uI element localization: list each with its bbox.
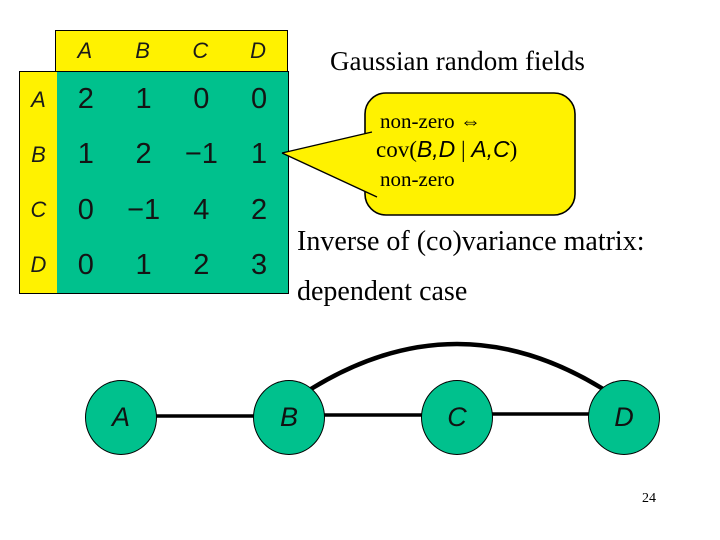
callout-balloon [281, 92, 576, 216]
matrix-cell: 1 [77, 138, 94, 171]
matrix-cell: 4 [193, 193, 210, 226]
matrix-cell: −1 [127, 193, 161, 226]
formula-bd: B,D [416, 136, 456, 162]
matrix-col-header: B [135, 38, 150, 63]
graph-node-c: C [421, 380, 493, 455]
matrix-col-header: D [250, 38, 267, 63]
matrix-cell: 2 [135, 138, 152, 171]
callout-formula: cov(B,D | A,C) [376, 136, 517, 163]
matrix-row-header: C [30, 197, 47, 223]
caption-inverse-matrix: Inverse of (co)variance matrix: [297, 226, 645, 257]
formula-close: ) [509, 137, 518, 162]
graph-node-a: A [85, 380, 157, 455]
matrix-cell: 1 [135, 83, 152, 116]
matrix-cell: −1 [184, 138, 218, 171]
caption-dependent-case: dependent case [297, 276, 468, 307]
matrix-row-headers: A B C D [20, 72, 57, 293]
matrix-col-header: A [77, 38, 93, 63]
matrix-column-headers: A B C D [55, 30, 288, 72]
matrix-cell: 0 [193, 83, 210, 116]
matrix-cell: 0 [77, 248, 94, 281]
matrix-cell: 2 [251, 193, 268, 226]
matrix-cell: 2 [193, 248, 210, 281]
matrix-col-header: C [192, 38, 209, 63]
formula-cov: cov( [376, 137, 417, 162]
callout-tail-outline [281, 131, 378, 198]
page-title: Gaussian random fields [330, 46, 585, 76]
page-number: 24 [642, 491, 656, 506]
matrix-cell: 0 [251, 83, 268, 116]
matrix-row-header: D [30, 252, 47, 278]
matrix-cell: 3 [251, 248, 268, 281]
graph-node-d: D [588, 380, 660, 455]
callout-tail [282, 132, 377, 197]
matrix-cell: 0 [77, 193, 94, 226]
formula-bar: | [455, 137, 472, 162]
callout-line3: non-zero [380, 167, 455, 191]
formula-ac: A,C [471, 136, 510, 162]
edge-b-d-arc [298, 341, 616, 398]
matrix-cell: 1 [135, 248, 152, 281]
matrix-cell-bd: 1 [251, 138, 268, 171]
callout-line1: non-zero ⇔ [380, 109, 481, 133]
matrix-grid: 2 1 0 0 1 2 −1 1 0 −1 4 2 0 1 2 3 [57, 72, 288, 293]
matrix-cell: 2 [77, 83, 94, 116]
graph-node-b: B [253, 380, 325, 455]
matrix-row-header: A [31, 86, 46, 112]
matrix-row-header: B [31, 141, 46, 167]
matrix: A B C D 2 1 0 0 1 2 −1 1 0 −1 4 2 0 1 2 … [19, 71, 289, 294]
